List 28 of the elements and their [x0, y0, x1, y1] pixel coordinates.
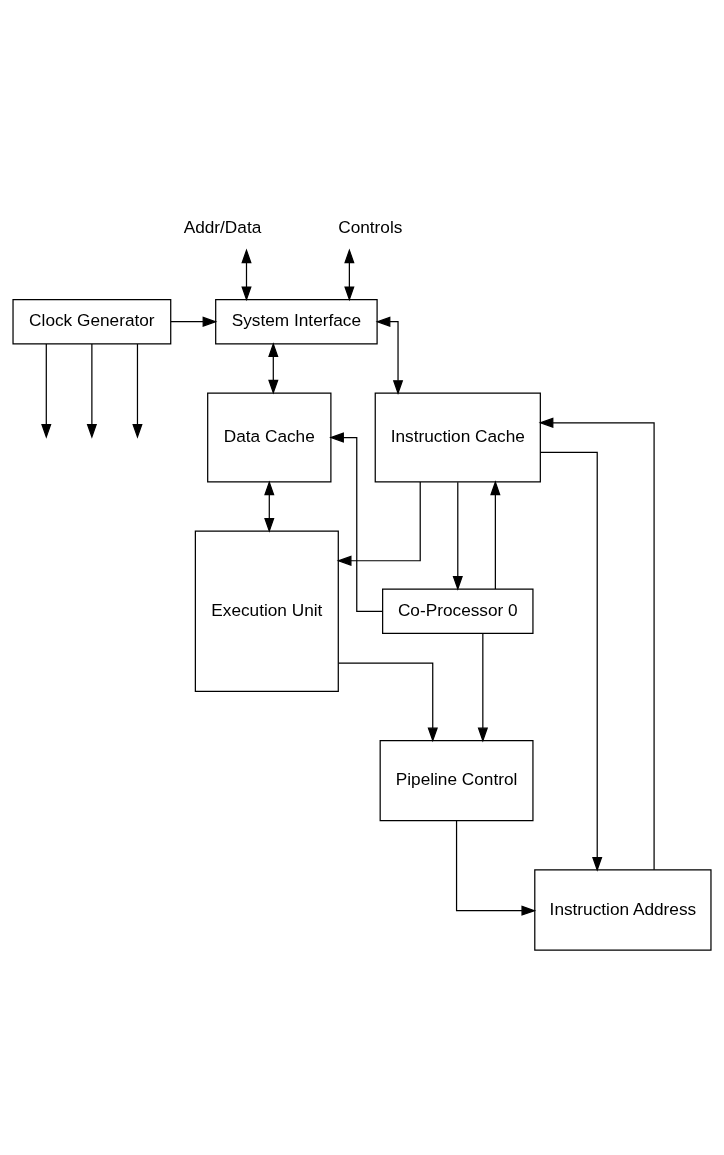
node-box: Co-Processor 0 — [382, 587, 534, 634]
node-box: Data Cache — [207, 392, 332, 482]
arrow — [538, 417, 655, 870]
arrow — [336, 480, 421, 566]
arrow — [329, 431, 383, 612]
node-box: Instruction Address — [534, 868, 712, 951]
arrow — [539, 451, 603, 872]
arrow — [490, 479, 501, 590]
node-text: Controls — [338, 216, 403, 237]
arrow — [170, 316, 218, 327]
arrow — [338, 661, 438, 742]
arrow — [41, 342, 52, 439]
arrow — [86, 342, 98, 439]
node-box: Instruction Cache — [374, 392, 541, 482]
arrow — [477, 632, 488, 742]
arrow — [375, 316, 404, 395]
arrow — [268, 341, 279, 395]
node-text: Addr/Data — [183, 216, 262, 237]
node-box: System Interface — [215, 298, 378, 345]
arrow — [241, 247, 252, 301]
arrow — [455, 819, 537, 916]
node-box: Clock Generator — [12, 298, 172, 345]
node-box: Pipeline Control — [379, 739, 534, 821]
arrow — [452, 481, 463, 591]
arrow — [344, 247, 355, 301]
arrow — [132, 342, 143, 439]
arrow — [264, 479, 275, 533]
node-box: Execution Unit — [194, 530, 339, 692]
